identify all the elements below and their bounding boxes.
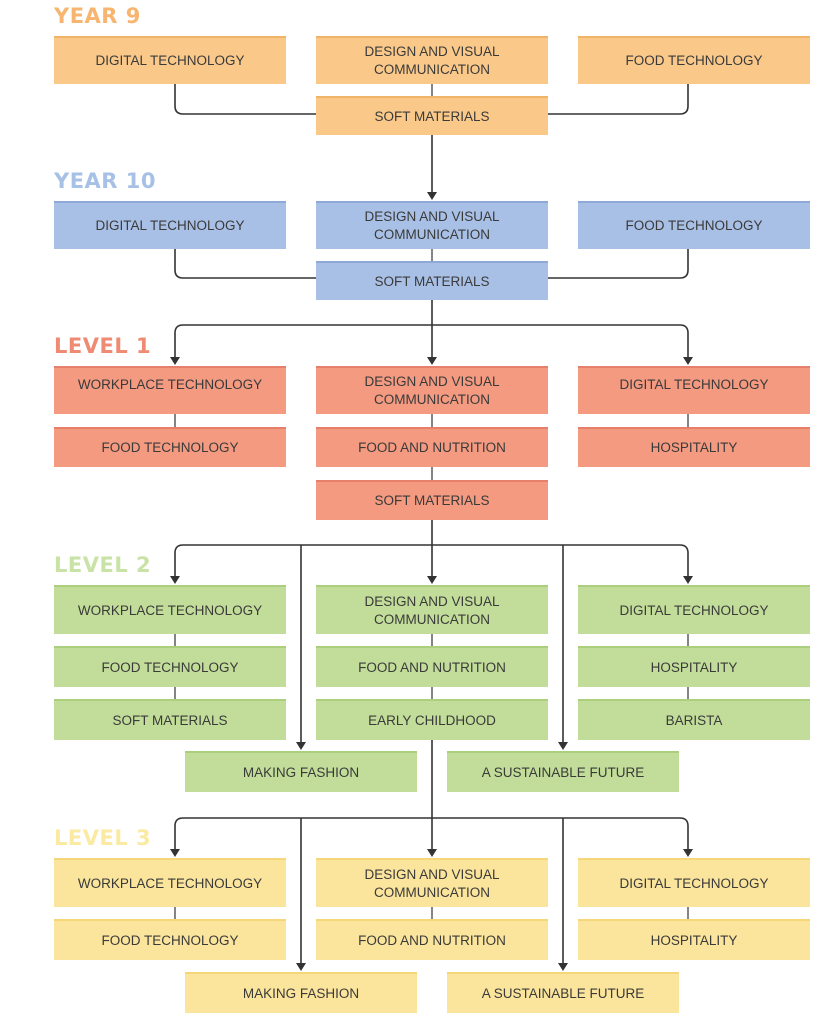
- level-3-food-and-nutrition: FOOD AND NUTRITION: [316, 919, 548, 960]
- year-10-soft-materials: SOFT MATERIALS: [316, 261, 548, 300]
- level-2-food-technology: FOOD TECHNOLOGY: [54, 646, 286, 687]
- level-1-soft-materials: SOFT MATERIALS: [316, 480, 548, 520]
- box-label: HOSPITALITY: [650, 440, 738, 456]
- box-label: A SUSTAINABLE FUTURE: [481, 764, 645, 780]
- box-label: BARISTA: [665, 712, 723, 728]
- box-label: A SUSTAINABLE FUTURE: [481, 985, 645, 1001]
- box-label: FOOD TECHNOLOGY: [101, 932, 239, 948]
- level-3-digital-technology: DIGITAL TECHNOLOGY: [578, 858, 810, 907]
- box-label: MAKING FASHION: [242, 985, 360, 1001]
- level-2-digital-technology: DIGITAL TECHNOLOGY: [578, 585, 810, 634]
- box-label: DESIGN AND VISUAL COMMUNICATION: [364, 209, 500, 242]
- level-2-sustainable-future: A SUSTAINABLE FUTURE: [447, 751, 679, 792]
- box-label: FOOD AND NUTRITION: [358, 440, 506, 456]
- level-1-hospitality: HOSPITALITY: [578, 427, 810, 467]
- year-9-design-visual-communication: DESIGN AND VISUAL COMMUNICATION: [316, 36, 548, 84]
- box-label: WORKPLACE TECHNOLOGY: [77, 377, 263, 392]
- level-2-food-and-nutrition: FOOD AND NUTRITION: [316, 646, 548, 687]
- box-label: FOOD TECHNOLOGY: [101, 440, 239, 456]
- level-2-hospitality: HOSPITALITY: [578, 646, 810, 687]
- box-label: SOFT MATERIALS: [374, 273, 490, 289]
- year-10-food-technology: FOOD TECHNOLOGY: [578, 201, 810, 249]
- level-3-food-technology: FOOD TECHNOLOGY: [54, 919, 286, 960]
- box-label: SOFT MATERIALS: [374, 493, 490, 509]
- box-label: FOOD TECHNOLOGY: [625, 53, 763, 69]
- box-label: DESIGN AND VISUAL COMMUNICATION: [364, 44, 500, 77]
- level-3-design-visual-communication: DESIGN AND VISUAL COMMUNICATION: [316, 858, 548, 907]
- level-2-making-fashion: MAKING FASHION: [185, 751, 417, 792]
- level-1-heading: LEVEL 1: [54, 334, 152, 358]
- level-2-design-visual-communication: DESIGN AND VISUAL COMMUNICATION: [316, 585, 548, 634]
- box-label: DIGITAL TECHNOLOGY: [95, 53, 245, 69]
- box-label: DESIGN AND VISUAL COMMUNICATION: [364, 374, 500, 407]
- level-1-digital-technology: DIGITAL TECHNOLOGY: [578, 366, 810, 414]
- year-10-design-visual-communication: DESIGN AND VISUAL COMMUNICATION: [316, 201, 548, 249]
- level-2-early-childhood: EARLY CHILDHOOD: [316, 699, 548, 740]
- year-9-food-technology: FOOD TECHNOLOGY: [578, 36, 810, 84]
- level-2-barista: BARISTA: [578, 699, 810, 740]
- level-3-hospitality: HOSPITALITY: [578, 919, 810, 960]
- box-label: FOOD TECHNOLOGY: [101, 659, 239, 675]
- box-label: DESIGN AND VISUAL COMMUNICATION: [364, 593, 500, 627]
- level-3-making-fashion: MAKING FASHION: [185, 972, 417, 1013]
- box-label: WORKPLACE TECHNOLOGY: [77, 875, 263, 891]
- box-label: SOFT MATERIALS: [374, 108, 490, 124]
- year-9-heading: YEAR 9: [54, 4, 141, 28]
- box-label: DIGITAL TECHNOLOGY: [95, 218, 245, 234]
- box-label: FOOD AND NUTRITION: [358, 932, 506, 948]
- year-9-soft-materials: SOFT MATERIALS: [316, 96, 548, 135]
- box-label: WORKPLACE TECHNOLOGY: [77, 602, 263, 618]
- level-3-sustainable-future: A SUSTAINABLE FUTURE: [447, 972, 679, 1013]
- box-label: DESIGN AND VISUAL COMMUNICATION: [364, 866, 500, 900]
- year-9-digital-technology: DIGITAL TECHNOLOGY: [54, 36, 286, 84]
- box-label: HOSPITALITY: [650, 932, 738, 948]
- box-label: SOFT MATERIALS: [112, 712, 228, 728]
- box-label: DIGITAL TECHNOLOGY: [619, 875, 769, 891]
- level-2-soft-materials: SOFT MATERIALS: [54, 699, 286, 740]
- level-1-design-visual-communication: DESIGN AND VISUAL COMMUNICATION: [316, 366, 548, 414]
- year-10-heading: YEAR 10: [54, 169, 157, 193]
- box-label: EARLY CHILDHOOD: [368, 712, 496, 728]
- level-1-food-technology: FOOD TECHNOLOGY: [54, 427, 286, 467]
- level-1-food-and-nutrition: FOOD AND NUTRITION: [316, 427, 548, 467]
- box-label: FOOD AND NUTRITION: [358, 659, 506, 675]
- year-10-digital-technology: DIGITAL TECHNOLOGY: [54, 201, 286, 249]
- level-1-workplace-technology: WORKPLACE TECHNOLOGY: [54, 366, 286, 414]
- box-label: FOOD TECHNOLOGY: [625, 218, 763, 234]
- level-2-heading: LEVEL 2: [54, 553, 152, 577]
- level-3-workplace-technology: WORKPLACE TECHNOLOGY: [54, 858, 286, 907]
- level-3-heading: LEVEL 3: [54, 826, 152, 850]
- box-label: MAKING FASHION: [242, 764, 360, 780]
- box-label: HOSPITALITY: [650, 659, 738, 675]
- box-label: DIGITAL TECHNOLOGY: [619, 377, 769, 392]
- level-2-workplace-technology: WORKPLACE TECHNOLOGY: [54, 585, 286, 634]
- box-label: DIGITAL TECHNOLOGY: [619, 602, 769, 618]
